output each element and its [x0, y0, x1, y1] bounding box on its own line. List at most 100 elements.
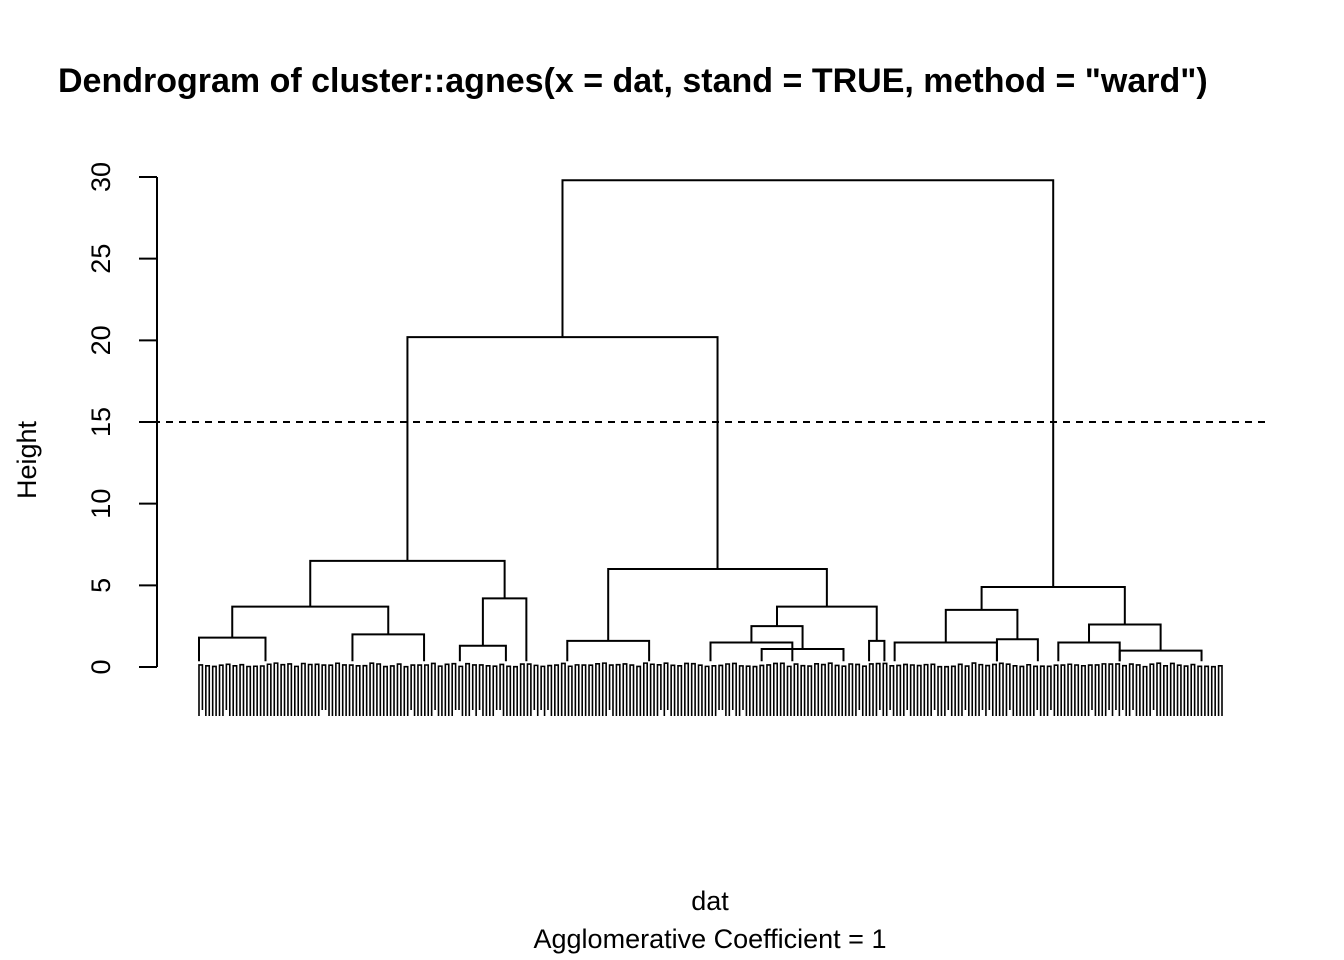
merge-m12 — [775, 605, 878, 641]
leaf-pair — [1204, 665, 1210, 716]
leaf-pair — [697, 664, 703, 716]
y-tick-label-10: 10 — [86, 489, 116, 519]
leaf-pair — [950, 665, 956, 716]
leaf-pair — [314, 663, 320, 716]
leaf-pair — [239, 663, 245, 716]
leaf-pair — [341, 664, 347, 716]
merge-m8 — [709, 641, 794, 662]
leaf-pair — [649, 663, 655, 716]
leaf-pair — [506, 665, 512, 716]
leaf-pair — [827, 662, 833, 716]
y-axis-label: Height — [12, 420, 42, 499]
merge-m10 — [750, 625, 804, 650]
leaf-pair — [335, 662, 341, 716]
leaf-pair — [656, 663, 662, 716]
leaf-pair — [424, 664, 430, 716]
leaf-pair — [417, 664, 423, 716]
leaf-pair — [663, 662, 669, 716]
leaf-pair — [964, 665, 970, 716]
leaf-pair — [841, 665, 847, 716]
leaf-pair — [1115, 663, 1121, 716]
leaf-pair — [957, 663, 963, 716]
leaf-pair — [1019, 665, 1025, 716]
leaf-pair — [437, 665, 443, 716]
leaf-pair — [547, 664, 553, 716]
leaf-pair — [499, 663, 505, 716]
leaf-pair — [1183, 665, 1189, 716]
leaf-pair — [403, 665, 409, 716]
leaf-pair — [690, 662, 696, 716]
leaf-pair — [1012, 664, 1018, 716]
leaf-pair — [471, 664, 477, 716]
leaf-pair — [814, 663, 820, 716]
leaf-pair — [369, 662, 375, 716]
y-tick-label-25: 25 — [86, 244, 116, 274]
merge-m15 — [893, 641, 998, 662]
leaf-pair — [636, 665, 642, 716]
leaf-pair — [875, 662, 881, 716]
leaf-pair — [232, 665, 238, 716]
merge-m13 — [607, 568, 828, 641]
leaf-pair — [861, 665, 867, 716]
merge-m7 — [566, 639, 651, 662]
leaf-pair — [1108, 663, 1114, 716]
leaf-pair — [198, 664, 204, 716]
leaf-pair — [629, 664, 635, 716]
leaf-pair — [889, 664, 895, 716]
leaf-pair — [1176, 664, 1182, 716]
leaf-pair — [581, 664, 587, 716]
leaf-pair — [1101, 663, 1107, 716]
leaf-pair — [820, 663, 826, 716]
leaf-pair — [971, 662, 977, 716]
leaf-pair — [211, 665, 217, 716]
y-tick-label-5: 5 — [86, 578, 116, 593]
leaf-pair — [348, 664, 354, 716]
leaf-pair — [738, 665, 744, 716]
leaf-pair — [246, 665, 252, 716]
leaf-pair — [944, 665, 950, 716]
leaf-pair — [1149, 663, 1155, 716]
leaf-pair — [718, 664, 724, 710]
leaf-pair — [622, 663, 628, 716]
leaf-pair — [1190, 663, 1196, 716]
leaf-pair — [1142, 665, 1148, 716]
leaf-pair — [848, 663, 854, 716]
leaf-pair — [1074, 664, 1080, 716]
leaf-pair — [1087, 664, 1093, 716]
leaf-pair — [991, 663, 997, 716]
leaf-pair — [560, 662, 566, 716]
merge-m22 — [561, 179, 1055, 587]
leaf-pair — [512, 665, 518, 716]
leaf-pair — [1060, 664, 1066, 716]
leaf-pair — [772, 662, 779, 716]
leaf-pair — [601, 662, 607, 716]
merge-m4 — [458, 644, 507, 662]
dendrogram-leaves — [198, 662, 1223, 716]
leaf-pair — [355, 665, 361, 716]
leaf-pair — [396, 663, 402, 716]
y-tick-label-20: 20 — [86, 325, 116, 355]
leaf-pair — [280, 663, 286, 716]
merge-m14 — [406, 336, 719, 569]
y-tick-label-0: 0 — [86, 659, 116, 674]
leaf-pair — [1067, 663, 1073, 716]
merge-m11 — [868, 639, 886, 662]
leaf-pair — [1135, 664, 1141, 716]
leaf-pair — [800, 664, 806, 716]
leaf-pair — [478, 664, 484, 716]
leaf-pair — [382, 665, 388, 716]
leaf-pair — [1026, 663, 1032, 716]
leaf-pair — [855, 663, 861, 716]
leaf-pair — [540, 665, 546, 716]
leaf-pair — [1217, 664, 1223, 716]
leaf-pair — [225, 663, 231, 716]
leaf-pair — [300, 662, 306, 716]
leaf-pair — [916, 664, 922, 716]
leaf-pair — [574, 664, 580, 716]
leaf-pair — [1197, 665, 1203, 716]
merge-m17 — [944, 608, 1019, 643]
leaf-pair — [218, 664, 224, 716]
leaf-pair — [670, 664, 676, 716]
